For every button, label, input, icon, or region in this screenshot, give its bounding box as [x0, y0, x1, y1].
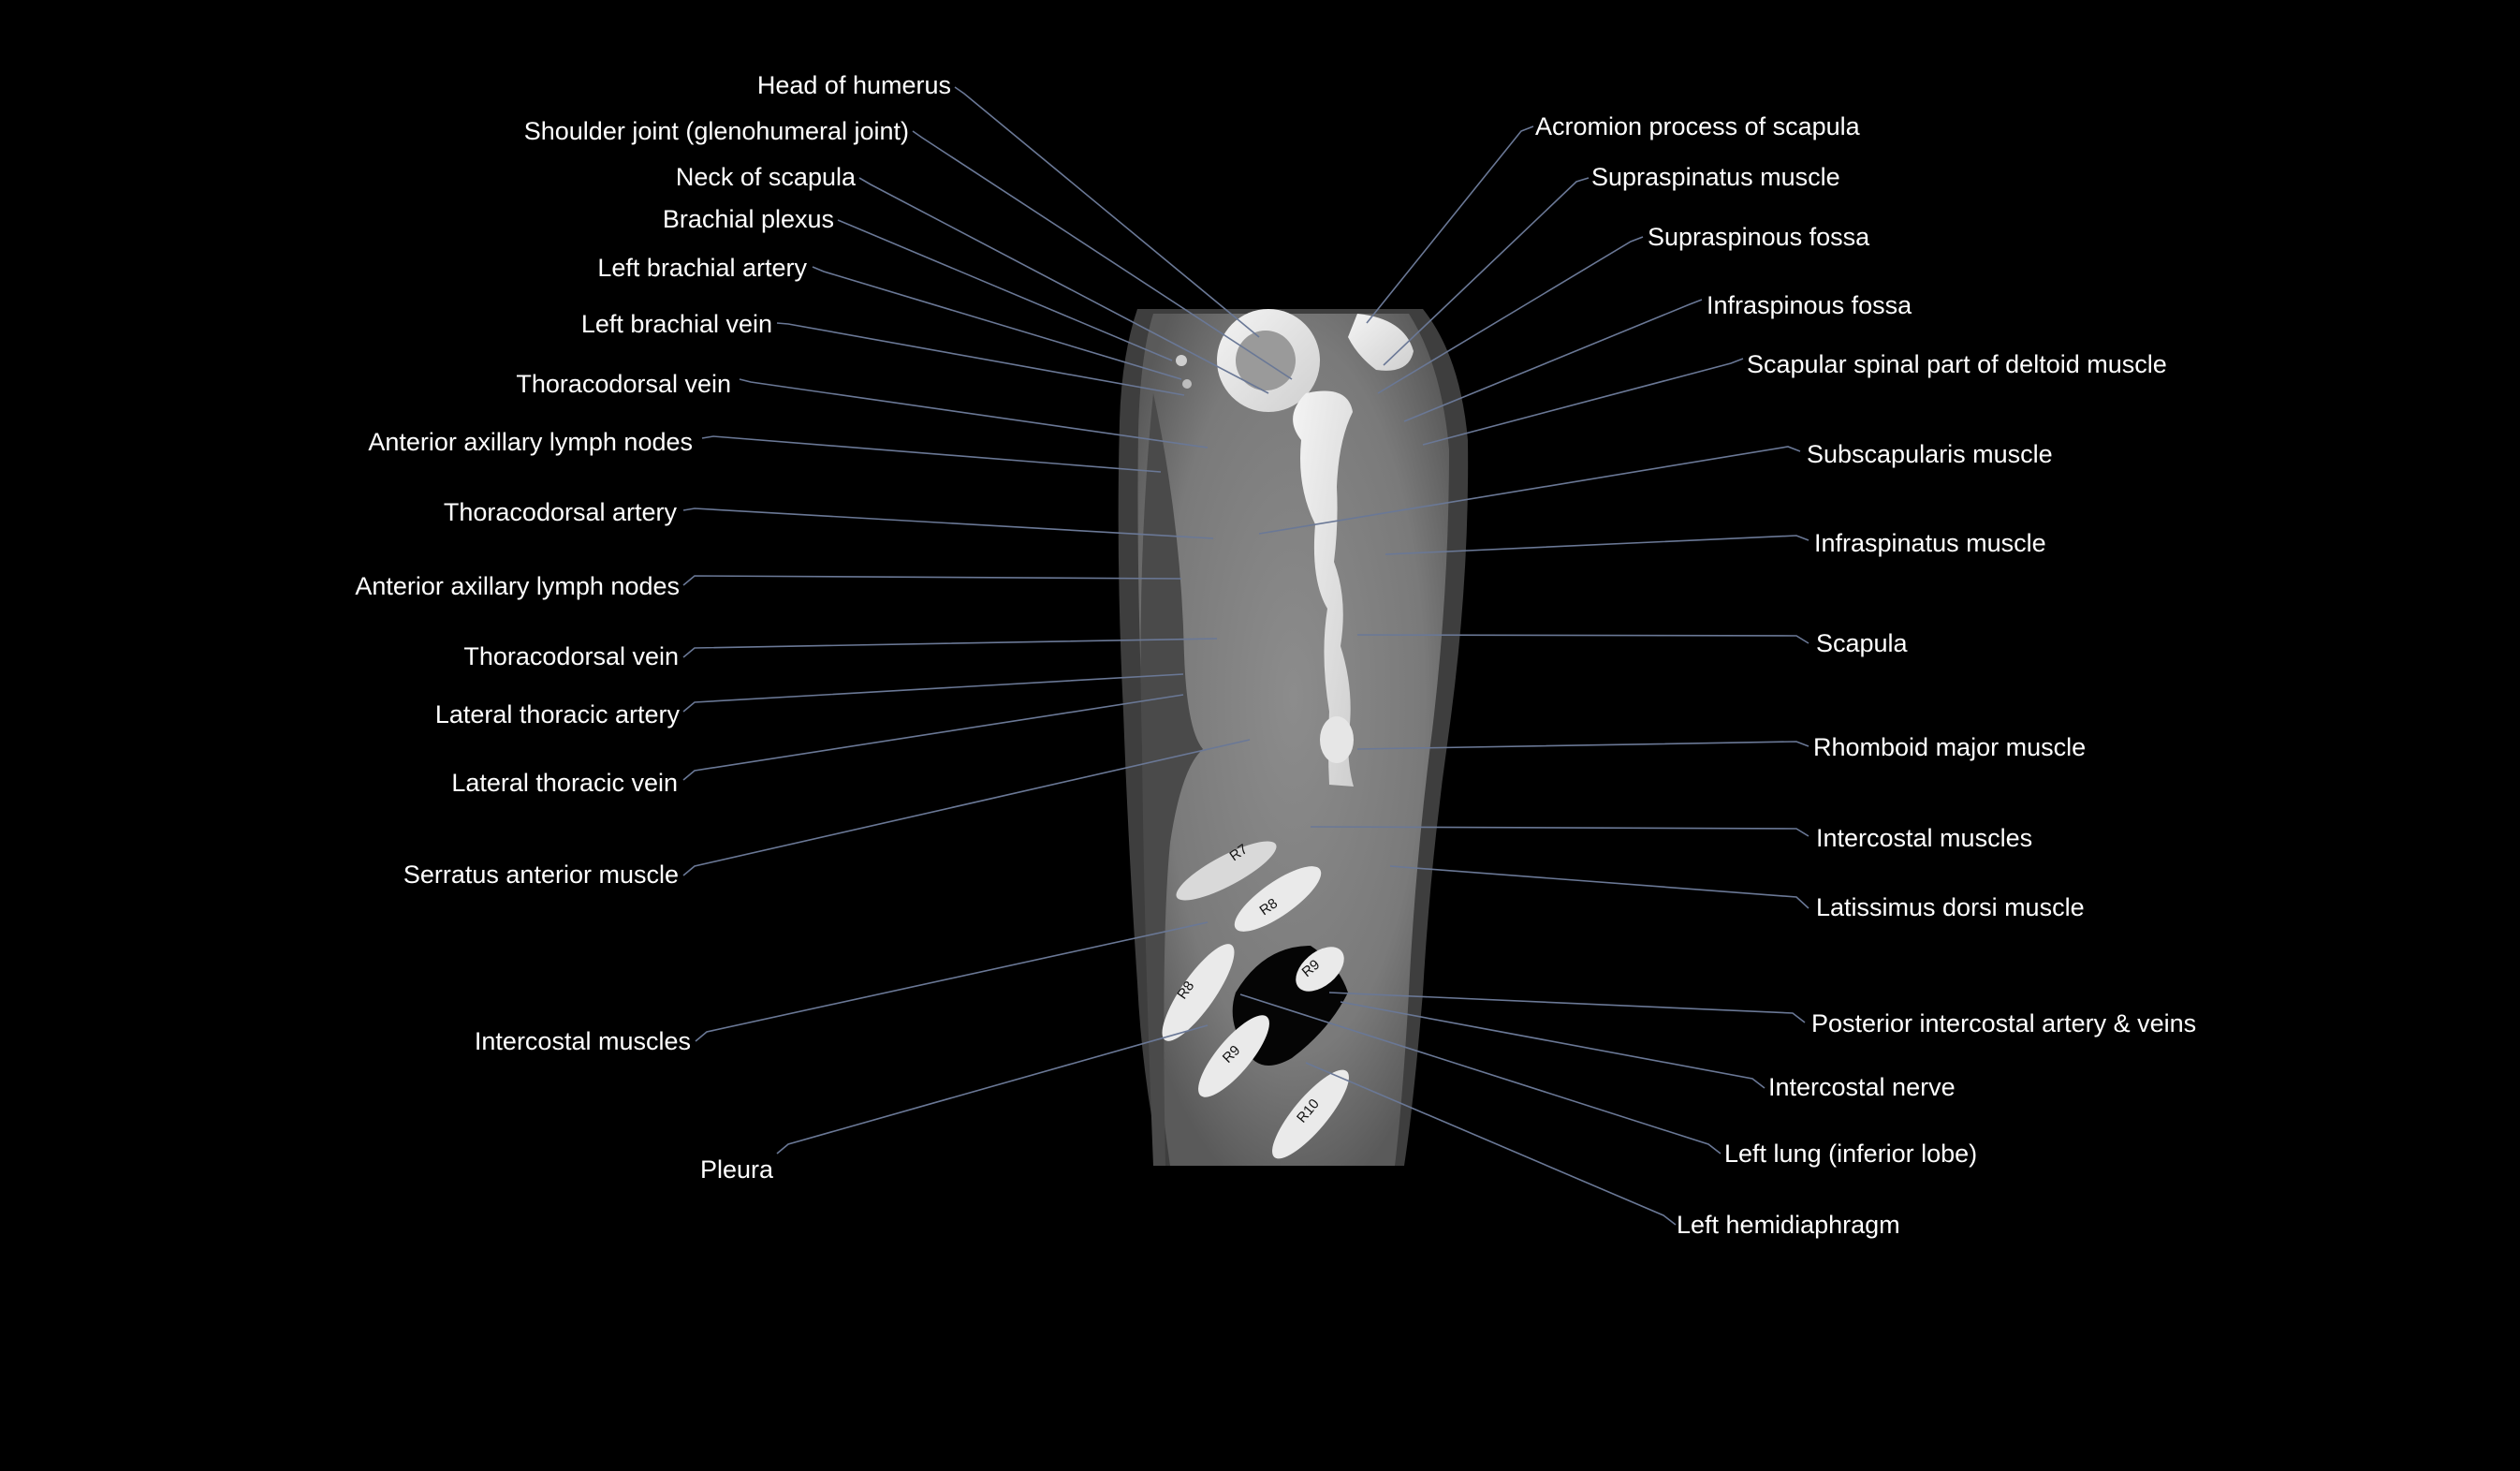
leader-line [1305, 1062, 1677, 1226]
ct-scan-image [1118, 309, 1469, 1166]
label-latissimus-dorsi-muscle: Latissimus dorsi muscle [1816, 893, 2085, 921]
label-serratus-anterior-muscle: Serratus anterior muscle [403, 861, 679, 889]
label-left-brachial-artery: Left brachial artery [597, 254, 807, 282]
label-brachial-plexus: Brachial plexus [663, 205, 834, 233]
label-left-lung-inferior-lobe: Left lung (inferior lobe) [1724, 1140, 1977, 1168]
acromion [1348, 314, 1414, 371]
left-labels: Head of humerus Shoulder joint (glenohum… [355, 71, 951, 1184]
label-neck-of-scapula: Neck of scapula [676, 163, 857, 191]
leader-line [1356, 634, 1809, 644]
label-posterior-intercostal-artery-veins: Posterior intercostal artery & veins [1811, 1009, 2196, 1037]
leader-line [1310, 826, 1809, 837]
leader-line [682, 694, 1184, 781]
rib-r8-lower [1162, 944, 1235, 1041]
leader-line [1258, 446, 1801, 535]
label-intercostal-nerve: Intercostal nerve [1768, 1073, 1956, 1101]
label-supraspinatus-muscle: Supraspinatus muscle [1591, 163, 1840, 191]
leader-lines [682, 86, 1809, 1226]
label-left-hemidiaphragm: Left hemidiaphragm [1677, 1211, 1900, 1239]
right-labels: Acromion process of scapula Supraspinatu… [1535, 112, 2196, 1239]
leader-line [1389, 865, 1809, 909]
rib-r8-upper [1234, 866, 1322, 932]
label-pleura: Pleura [700, 1155, 774, 1184]
label-thoracodorsal-vein: Thoracodorsal vein [463, 642, 679, 670]
leader-line [1328, 992, 1806, 1023]
vessel-dot [1176, 355, 1187, 366]
label-scapula: Scapula [1816, 629, 1909, 657]
leader-line [1383, 177, 1590, 366]
label-rhomboid-major-muscle: Rhomboid major muscle [1813, 733, 2086, 761]
rib-r9-lower [1198, 1015, 1269, 1097]
leader-line [682, 638, 1218, 658]
rib-r10 [1272, 1069, 1349, 1159]
label-thoracodorsal-vein: Thoracodorsal vein [516, 370, 731, 398]
label-intercostal-muscles: Intercostal muscles [475, 1027, 691, 1055]
label-infraspinatus-muscle: Infraspinatus muscle [1814, 529, 2046, 557]
leader-line [1340, 1001, 1765, 1089]
leader-line [912, 130, 1293, 380]
leader-line [776, 1024, 1209, 1155]
label-left-brachial-vein: Left brachial vein [581, 310, 772, 338]
rib-r7 [1176, 841, 1277, 901]
leader-line [1377, 236, 1644, 394]
rib-r9-upper [1296, 947, 1344, 992]
label-lateral-thoracic-artery: Lateral thoracic artery [435, 700, 681, 728]
leader-line [739, 378, 1209, 449]
leader-line [682, 507, 1214, 539]
leader-line [812, 266, 1182, 380]
vessel-dot [1182, 379, 1192, 389]
leader-line [682, 575, 1182, 586]
leader-line [954, 86, 1260, 338]
leader-line [1385, 535, 1809, 555]
scapula-body [1293, 390, 1354, 787]
label-shoulder-joint: Shoulder joint (glenohumeral joint) [524, 117, 909, 145]
label-deltoid-scapular-spinal-part: Scapular spinal part of deltoid muscle [1747, 350, 2167, 378]
leader-line [701, 435, 1162, 473]
leader-line [682, 673, 1184, 713]
leader-line [682, 739, 1251, 876]
leader-line [837, 219, 1173, 361]
label-lateral-thoracic-vein: Lateral thoracic vein [451, 769, 678, 797]
label-acromion-process: Acromion process of scapula [1535, 112, 1861, 140]
leader-line [858, 177, 1269, 394]
leader-line [1239, 993, 1722, 1155]
leader-line [695, 921, 1209, 1042]
label-head-of-humerus: Head of humerus [757, 71, 951, 99]
label-subscapularis-muscle: Subscapularis muscle [1807, 440, 2053, 468]
humeral-head-marrow [1236, 331, 1296, 390]
leader-line [1403, 299, 1703, 422]
axillary-fat [1140, 393, 1203, 1166]
leader-line [1422, 358, 1744, 446]
leader-line [1366, 125, 1534, 324]
label-supraspinous-fossa: Supraspinous fossa [1648, 223, 1870, 251]
label-anterior-axillary-lymph-nodes: Anterior axillary lymph nodes [355, 572, 680, 600]
label-infraspinous-fossa: Infraspinous fossa [1707, 291, 1912, 319]
label-intercostal-muscles: Intercostal muscles [1816, 824, 2032, 852]
leader-line [776, 322, 1185, 396]
label-thoracodorsal-artery: Thoracodorsal artery [444, 498, 678, 526]
scapula-tip [1320, 716, 1354, 763]
label-anterior-axillary-lymph-nodes: Anterior axillary lymph nodes [368, 428, 693, 456]
leader-line [1356, 741, 1809, 750]
